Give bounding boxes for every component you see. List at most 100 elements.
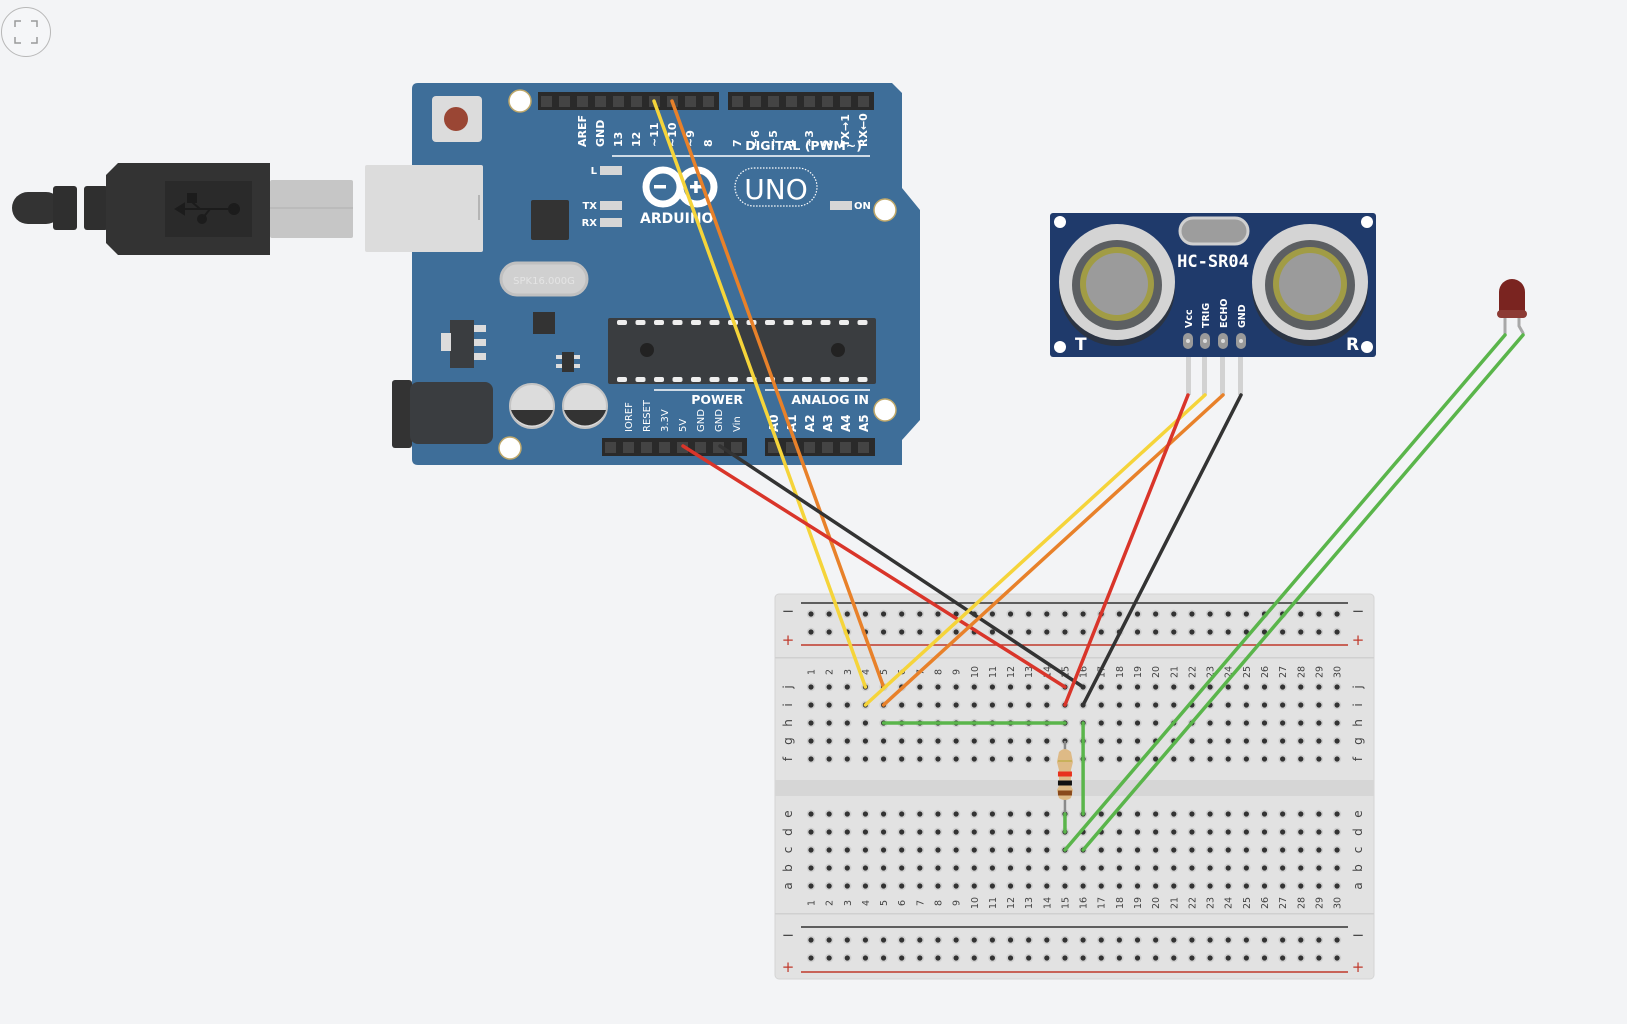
breadboard-hole[interactable] <box>826 883 832 889</box>
breadboard-hole[interactable] <box>1098 883 1104 889</box>
breadboard-hole[interactable] <box>1153 720 1159 726</box>
wire-sensor-gnd-to-breadboard[interactable] <box>1081 393 1243 707</box>
breadboard-hole[interactable] <box>1153 865 1159 871</box>
breadboard-hole[interactable] <box>808 883 814 889</box>
breadboard-hole[interactable] <box>917 611 923 617</box>
breadboard-hole[interactable] <box>1171 883 1177 889</box>
breadboard-hole[interactable] <box>1062 937 1068 943</box>
breadboard-hole[interactable] <box>1316 684 1322 690</box>
breadboard-hole[interactable] <box>989 955 996 961</box>
breadboard-hole[interactable] <box>917 702 923 708</box>
breadboard-hole[interactable] <box>899 937 905 943</box>
breadboard-hole[interactable] <box>808 684 814 690</box>
breadboard-hole[interactable] <box>989 738 996 744</box>
header-pin[interactable] <box>695 442 706 453</box>
breadboard-hole[interactable] <box>826 684 832 690</box>
header-pin[interactable] <box>822 442 833 453</box>
breadboard-hole[interactable] <box>1007 684 1014 690</box>
breadboard-hole[interactable] <box>899 629 905 635</box>
breadboard-hole[interactable] <box>935 937 941 943</box>
breadboard-hole[interactable] <box>1334 865 1340 871</box>
breadboard-hole[interactable] <box>1280 629 1286 635</box>
breadboard-hole[interactable] <box>1026 955 1032 961</box>
breadboard-hole[interactable] <box>899 847 905 853</box>
breadboard-hole[interactable] <box>826 629 832 635</box>
breadboard-hole[interactable] <box>1134 738 1141 744</box>
breadboard-hole[interactable] <box>826 611 832 617</box>
breadboard-hole[interactable] <box>1298 955 1304 961</box>
header-pin[interactable] <box>605 442 616 453</box>
breadboard-hole[interactable] <box>808 720 814 726</box>
breadboard-hole[interactable] <box>971 937 977 943</box>
breadboard-hole[interactable] <box>971 865 977 871</box>
breadboard-hole[interactable] <box>1007 611 1014 617</box>
breadboard-hole[interactable] <box>1062 955 1068 961</box>
breadboard-hole[interactable] <box>1280 756 1286 762</box>
breadboard-hole[interactable] <box>1316 756 1322 762</box>
breadboard-hole[interactable] <box>1153 756 1159 762</box>
breadboard-hole[interactable] <box>989 811 996 817</box>
breadboard-hole[interactable] <box>935 756 941 762</box>
breadboard-hole[interactable] <box>862 756 869 762</box>
breadboard-hole[interactable] <box>935 611 941 617</box>
breadboard-hole[interactable] <box>1225 702 1231 708</box>
breadboard-hole[interactable] <box>953 684 959 690</box>
reset-button-cap[interactable] <box>444 107 468 131</box>
breadboard-hole[interactable] <box>917 756 923 762</box>
breadboard-hole[interactable] <box>1298 684 1304 690</box>
breadboard-hole[interactable] <box>1116 955 1122 961</box>
header-pin[interactable] <box>623 442 634 453</box>
breadboard-hole[interactable] <box>1044 756 1050 762</box>
breadboard-hole[interactable] <box>1098 684 1104 690</box>
breadboard-hole[interactable] <box>1280 847 1286 853</box>
header-pin[interactable] <box>703 96 714 107</box>
header-pin[interactable] <box>822 96 833 107</box>
breadboard-hole[interactable] <box>953 829 959 835</box>
breadboard-hole[interactable] <box>862 955 869 961</box>
breadboard-hole[interactable] <box>899 865 905 871</box>
breadboard-hole[interactable] <box>1207 684 1213 690</box>
breadboard-hole[interactable] <box>1171 611 1177 617</box>
breadboard-hole[interactable] <box>1225 756 1231 762</box>
breadboard-hole[interactable] <box>1098 629 1104 635</box>
breadboard-hole[interactable] <box>1189 756 1195 762</box>
breadboard-hole[interactable] <box>1207 611 1213 617</box>
fit-to-view-button[interactable] <box>1 7 51 57</box>
breadboard-hole[interactable] <box>1207 811 1213 817</box>
breadboard-hole[interactable] <box>1171 847 1177 853</box>
breadboard-hole[interactable] <box>1225 684 1231 690</box>
breadboard-hole[interactable] <box>844 738 850 744</box>
breadboard-hole[interactable] <box>1153 883 1159 889</box>
header-pin[interactable] <box>659 442 670 453</box>
breadboard-hole[interactable] <box>1316 883 1322 889</box>
breadboard-hole[interactable] <box>826 847 832 853</box>
breadboard-hole[interactable] <box>1243 738 1249 744</box>
breadboard-hole[interactable] <box>953 756 959 762</box>
breadboard-hole[interactable] <box>1298 738 1304 744</box>
breadboard-hole[interactable] <box>1298 829 1304 835</box>
breadboard-hole[interactable] <box>844 684 850 690</box>
breadboard-hole[interactable] <box>899 702 905 708</box>
breadboard-hole[interactable] <box>1026 702 1032 708</box>
breadboard-hole[interactable] <box>1316 720 1322 726</box>
breadboard-hole[interactable] <box>1243 629 1249 635</box>
breadboard-hole[interactable] <box>1243 829 1249 835</box>
breadboard-hole[interactable] <box>971 829 977 835</box>
header-pin[interactable] <box>577 96 588 107</box>
breadboard-hole[interactable] <box>1189 883 1195 889</box>
breadboard-hole[interactable] <box>1280 811 1286 817</box>
breadboard-hole[interactable] <box>1280 702 1286 708</box>
breadboard-hole[interactable] <box>1225 738 1231 744</box>
breadboard-hole[interactable] <box>1189 955 1195 961</box>
breadboard-hole[interactable] <box>1116 702 1122 708</box>
header-pin[interactable] <box>786 96 797 107</box>
breadboard-hole[interactable] <box>971 847 977 853</box>
breadboard-hole[interactable] <box>844 756 850 762</box>
breadboard-hole[interactable] <box>1334 629 1340 635</box>
breadboard-hole[interactable] <box>935 865 941 871</box>
breadboard-hole[interactable] <box>1316 937 1322 943</box>
breadboard-hole[interactable] <box>862 883 869 889</box>
